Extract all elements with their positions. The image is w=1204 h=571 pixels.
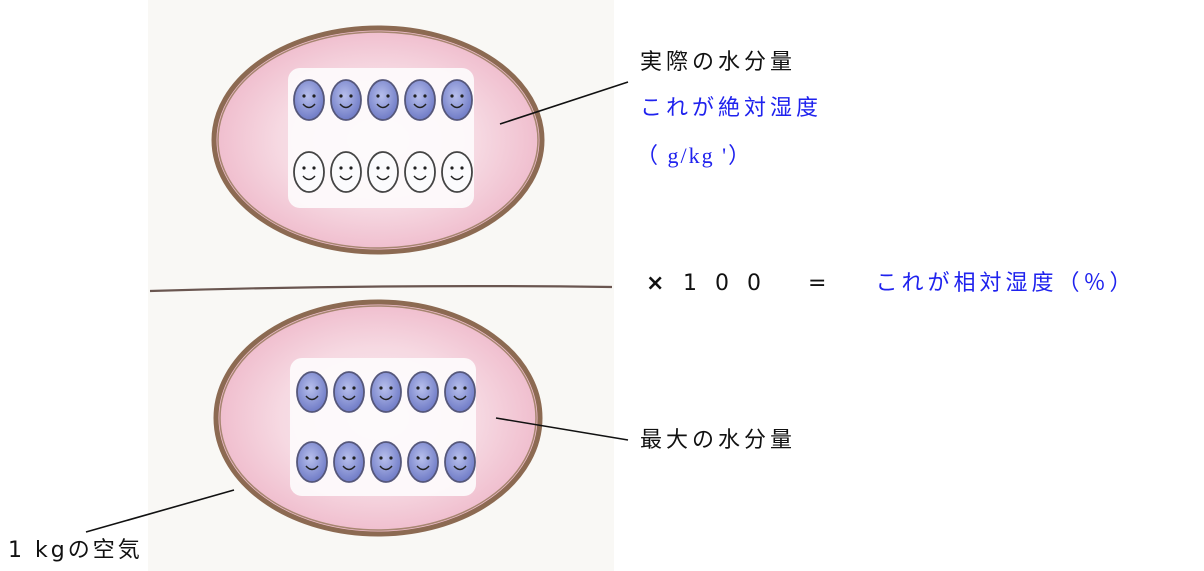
top-empty-drop-7: [331, 152, 361, 192]
top-filled-drop-1: [294, 80, 324, 120]
bottom-filled-drop-6: [297, 442, 327, 482]
divider-line: [150, 286, 612, 291]
top-empty-drop-8: [368, 152, 398, 192]
bottom-filled-drop-7: [334, 442, 364, 482]
top-ellipse: [214, 28, 542, 252]
hundred-value: 100: [683, 273, 779, 295]
bottom-filled-drop-5: [445, 372, 475, 412]
top-filled-drop-5: [442, 80, 472, 120]
top-empty-drop-9: [405, 152, 435, 192]
times-sign: ×: [646, 273, 668, 295]
top-filled-drop-2: [331, 80, 361, 120]
equals-sign: =: [808, 273, 826, 295]
label-relative-humidity: これが相対湿度（％）: [875, 273, 1135, 295]
bottom-ellipse: [216, 302, 540, 534]
top-filled-drop-3: [368, 80, 398, 120]
label-max-water: 最大の水分量: [640, 430, 796, 452]
label-actual-water: 実際の水分量: [640, 52, 796, 74]
bottom-filled-drop-9: [408, 442, 438, 482]
top-empty-drop-10: [442, 152, 472, 192]
bottom-filled-drop-2: [334, 372, 364, 412]
label-absolute-unit: （ g/kg '）: [636, 145, 752, 167]
bottom-filled-drop-10: [445, 442, 475, 482]
leader-line-air: [86, 490, 234, 532]
bottom-filled-drop-1: [297, 372, 327, 412]
bottom-filled-drop-3: [371, 372, 401, 412]
label-air-1kg: 1 kgの空気: [8, 540, 143, 562]
bottom-filled-drop-4: [408, 372, 438, 412]
top-filled-drop-4: [405, 80, 435, 120]
relative-humidity-formula: × 100 = これが相対湿度（％）: [646, 273, 1135, 295]
label-absolute-humidity: これが絶対湿度: [640, 98, 822, 120]
top-empty-drop-6: [294, 152, 324, 192]
bottom-filled-drop-8: [371, 442, 401, 482]
